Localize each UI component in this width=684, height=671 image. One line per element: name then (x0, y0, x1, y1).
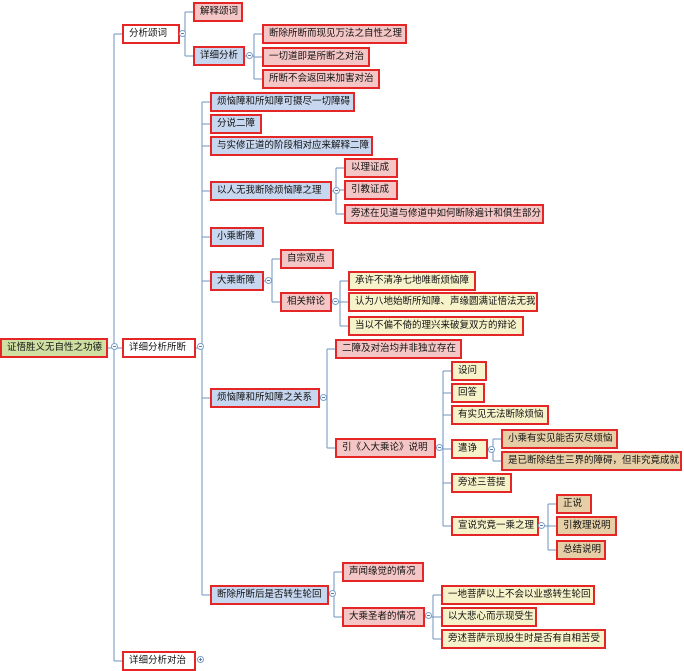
node-lesser-vehicle[interactable]: 小乘断障 (210, 227, 264, 247)
node-cite-treatise[interactable]: 引《入大乘论》说明 (335, 438, 436, 458)
node-detailed-1[interactable]: 断除所断而现见万法之自性之理 (262, 24, 407, 44)
node-proof-reason[interactable]: 以理证成 (344, 158, 398, 178)
node-answer[interactable]: 回答 (451, 383, 485, 403)
node-main-explain[interactable]: 正说 (556, 494, 592, 514)
collapse-toggle-icon[interactable] (538, 522, 545, 529)
node-detailed-3[interactable]: 所断不会返回来加害对治 (262, 69, 380, 89)
node-refute-2[interactable]: 是已断除结生三界的障碍，但非究竟成就 (501, 451, 682, 471)
node-separate-explain[interactable]: 分说二障 (210, 114, 262, 134)
node-no-cut-afflictions[interactable]: 有实见无法断除烦恼 (451, 405, 549, 425)
node-compassion-birth[interactable]: 以大悲心而示现受生 (441, 607, 537, 627)
collapse-toggle-icon[interactable] (329, 590, 336, 597)
node-summary[interactable]: 总结说明 (556, 540, 606, 560)
node-great-vehicle[interactable]: 大乘断障 (210, 271, 264, 291)
node-detail-cut[interactable]: 详细分析所断 (122, 338, 196, 358)
node-suffering-question[interactable]: 旁述菩萨示现投生时是否有自相苦受 (441, 629, 606, 649)
node-refute-1[interactable]: 小乘有实见能否灭尽烦恼 (501, 429, 618, 449)
collapse-toggle-icon[interactable] (265, 277, 272, 284)
collapse-toggle-icon[interactable] (320, 394, 327, 401)
node-detail-remedy[interactable]: 详细分析对治 (122, 651, 196, 671)
node-not-independent[interactable]: 二障及对治均并非独立存在 (335, 339, 462, 359)
collapse-toggle-icon[interactable] (436, 444, 443, 451)
node-relationship[interactable]: 烦恼障和所知障之关系 (210, 388, 320, 408)
node-bodhisattva-karma[interactable]: 一地菩萨以上不会以业惑转生轮回 (441, 585, 595, 605)
collapse-toggle-icon[interactable] (111, 343, 118, 350)
node-refute[interactable]: 遣诤 (451, 439, 488, 459)
node-related-debate[interactable]: 相关辩论 (280, 292, 332, 312)
node-one-vehicle[interactable]: 宣说究竟一乘之理 (451, 516, 539, 536)
node-debate-2[interactable]: 认为八地始断所知障、声缘圆满证悟法无我 (348, 292, 538, 312)
collapse-toggle-icon[interactable] (197, 343, 204, 350)
node-proof-scripture[interactable]: 引教证成 (344, 180, 398, 200)
collapse-toggle-icon[interactable] (246, 52, 253, 59)
node-detailed[interactable]: 详细分析 (193, 46, 245, 66)
node-mahayana-noble[interactable]: 大乘圣者的情况 (342, 607, 425, 627)
node-selflessness-person[interactable]: 以人无我断除烦恼障之理 (210, 181, 332, 201)
node-side-discussion[interactable]: 旁述在见道与修道中如何断除遍计和俱生部分 (344, 204, 544, 224)
root-node[interactable]: 证悟胜义无自性之功德 (0, 338, 108, 358)
node-three-bodhi[interactable]: 旁述三菩提 (451, 473, 512, 493)
collapse-toggle-icon[interactable] (488, 446, 495, 453)
node-analysis-verse[interactable]: 分析颂词 (122, 24, 180, 44)
node-practice-stages[interactable]: 与实修正道的阶段相对应来解释二障 (210, 136, 373, 156)
collapse-toggle-icon[interactable] (333, 187, 340, 194)
node-detailed-2[interactable]: 一切道即是所断之对治 (262, 47, 370, 67)
node-rebirth[interactable]: 断除所断后是否转生轮回 (210, 585, 329, 605)
collapse-toggle-icon[interactable] (179, 30, 186, 37)
node-two-obscurations[interactable]: 烦恼障和所知障可摄尽一切障碍 (210, 92, 355, 112)
collapse-toggle-icon[interactable] (332, 298, 339, 305)
node-debate-1[interactable]: 承许不清净七地唯断烦恼障 (348, 271, 476, 291)
node-own-view[interactable]: 自宗观点 (280, 249, 334, 269)
node-explain-verse[interactable]: 解释颂词 (193, 2, 243, 22)
node-scripture-explain[interactable]: 引教理说明 (556, 516, 617, 536)
node-debate-3[interactable]: 当以不偏不倚的理兴来破复双方的辩论 (348, 316, 524, 336)
node-sravaka[interactable]: 声闻缘觉的情况 (342, 562, 424, 582)
node-question[interactable]: 设问 (451, 361, 487, 381)
expand-toggle-icon[interactable] (197, 656, 204, 663)
collapse-toggle-icon[interactable] (425, 612, 432, 619)
